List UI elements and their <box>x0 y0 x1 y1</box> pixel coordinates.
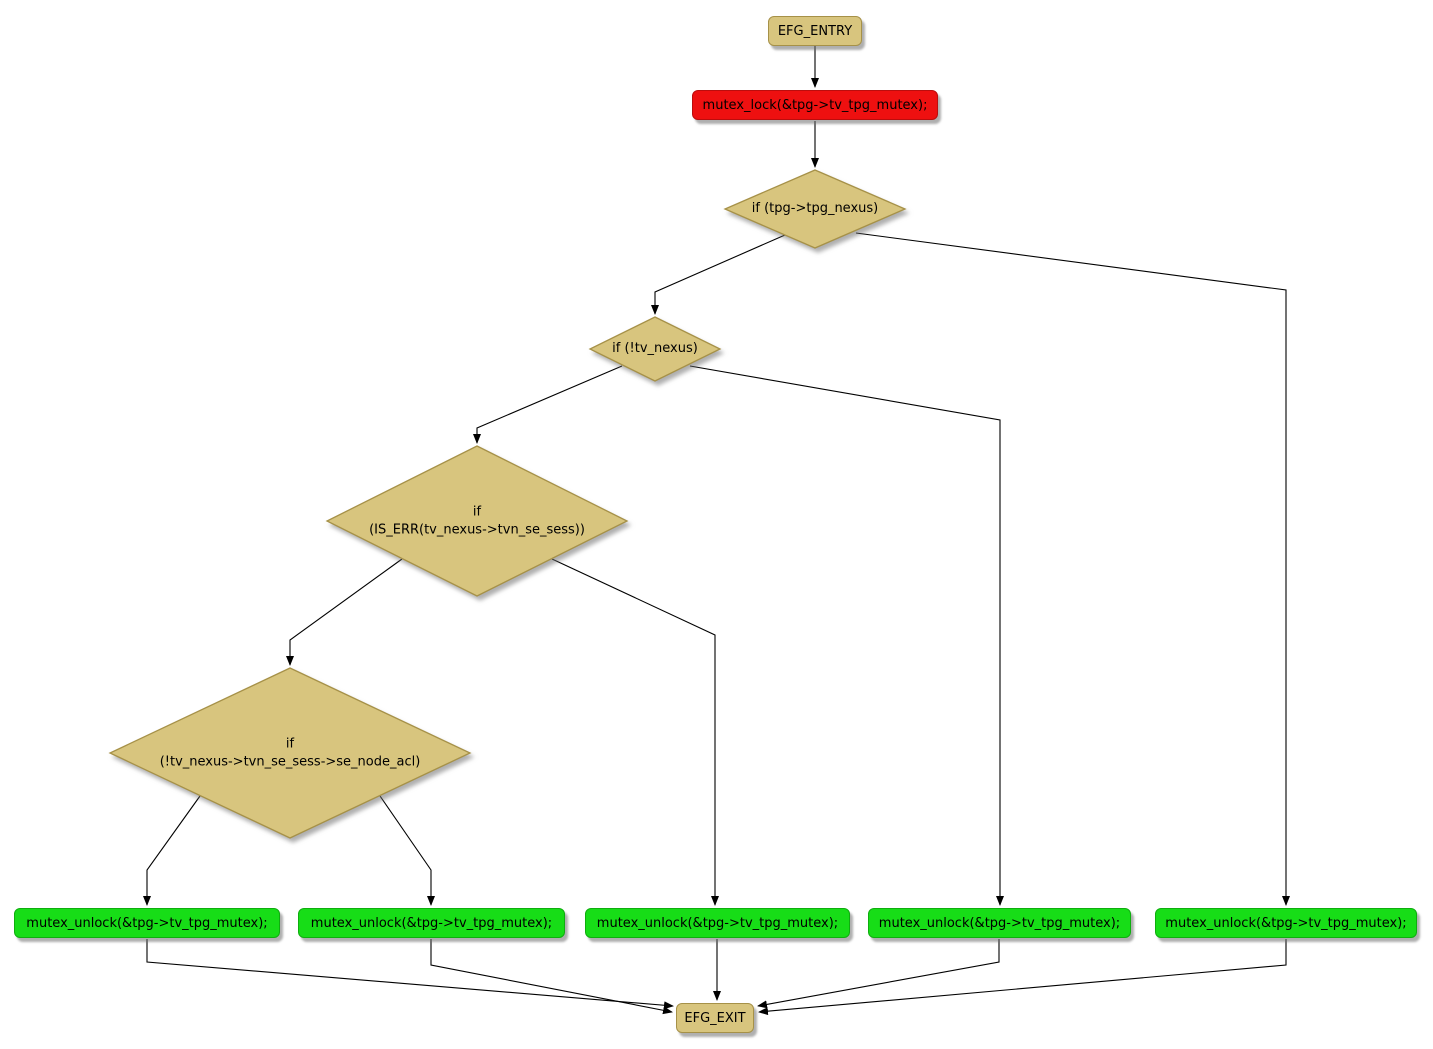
edge-unlock1-to-exit <box>146 939 674 1010</box>
edge-unlock2-to-exit <box>430 939 673 1015</box>
cond-is-err-line2: (IS_ERR(tv_nexus->tvn_se_sess)) <box>369 522 585 537</box>
edge-unlock4-to-exit <box>757 939 1000 1009</box>
cond-no-node-acl-label: if (!tv_nexus->tvn_se_sess->se_node_acl) <box>160 735 421 770</box>
cond-is-err-diamond <box>325 445 629 597</box>
edge-unlock5-to-exit <box>758 939 1287 1016</box>
entry-node: EFG_ENTRY <box>768 16 862 46</box>
cond-no-node-acl-diamond <box>108 667 472 839</box>
mutex-unlock-node-4: mutex_unlock(&tpg->tv_tpg_mutex); <box>868 908 1131 938</box>
edge-cond3-false-to-unlock3 <box>551 558 719 906</box>
edge-cond1-false-to-unlock5 <box>855 232 1290 906</box>
mutex-unlock-node-5: mutex_unlock(&tpg->tv_tpg_mutex); <box>1155 908 1417 938</box>
edge-cond4-false-to-unlock2 <box>379 795 435 906</box>
mutex-lock-node: mutex_lock(&tpg->tv_tpg_mutex); <box>692 90 938 120</box>
cond-is-err-line1: if <box>472 504 482 520</box>
edge-cond3-true-to-cond4 <box>286 558 403 666</box>
cond-no-node-acl-line1: if <box>285 736 295 752</box>
cond-tpg-nexus-diamond <box>723 169 907 249</box>
cond-tpg-nexus-label: if (tpg->tpg_nexus) <box>751 201 879 217</box>
mutex-unlock-node-2: mutex_unlock(&tpg->tv_tpg_mutex); <box>298 908 565 938</box>
cond-no-node-acl-line2: (!tv_nexus->tvn_se_sess->se_node_acl) <box>159 754 421 769</box>
cond-not-tv-nexus-label: if (!tv_nexus) <box>612 341 698 357</box>
edge-cond1-true-to-cond2 <box>651 234 786 315</box>
exit-node: EFG_EXIT <box>676 1003 754 1033</box>
cond-not-tv-nexus-diamond <box>588 316 722 382</box>
edge-cond2-true-to-cond3 <box>473 365 623 444</box>
mutex-unlock-node-3: mutex_unlock(&tpg->tv_tpg_mutex); <box>585 908 850 938</box>
edge-cond4-true-to-unlock1 <box>143 795 201 906</box>
mutex-unlock-node-1: mutex_unlock(&tpg->tv_tpg_mutex); <box>14 908 280 938</box>
edge-cond2-false-to-unlock4 <box>689 365 1004 906</box>
cond-is-err-label: if (IS_ERR(tv_nexus->tvn_se_sess)) <box>369 503 585 538</box>
